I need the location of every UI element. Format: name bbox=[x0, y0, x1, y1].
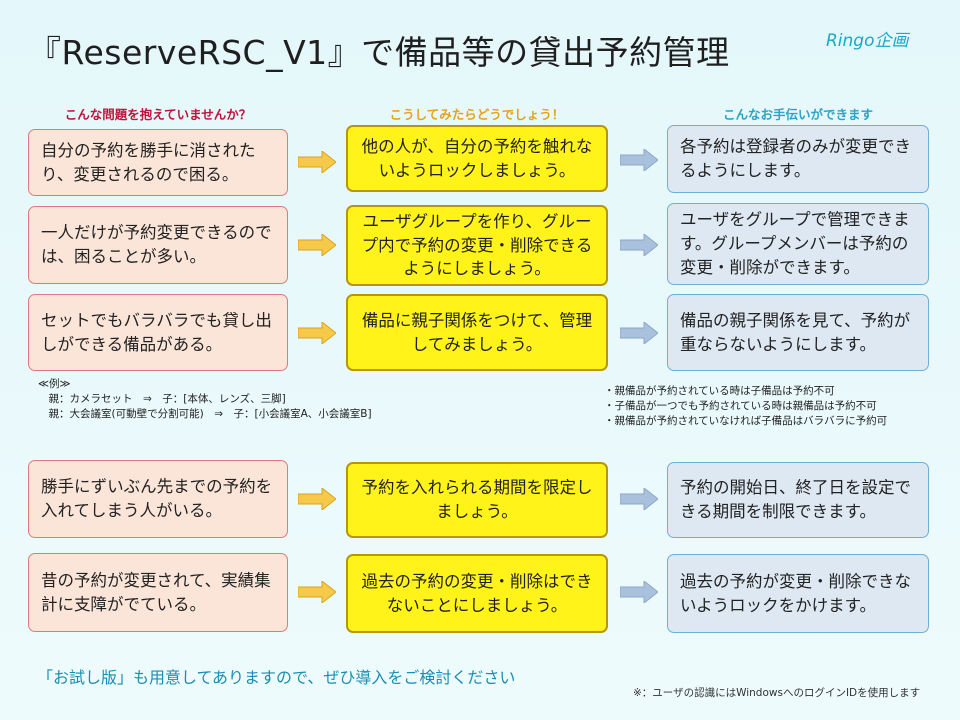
example-label: ≪例≫ bbox=[38, 378, 71, 390]
problem-box: セットでもバラバラでも貸し出しができる備品がある。 bbox=[28, 294, 288, 371]
arrow-right-icon bbox=[620, 322, 658, 344]
problem-box: 一人だけが予約変更できるのでは、困ることが多い。 bbox=[28, 206, 288, 284]
arrow-right-icon bbox=[620, 488, 658, 510]
example-line: 親：カメラセット ⇒ 子：[本体、レンズ、三脚] bbox=[38, 393, 286, 406]
footer-call-to-action: 「お試し版」も用意してありますので、ぜひ導入をご検討ください bbox=[37, 668, 516, 687]
benefit-box: 備品の親子関係を見て、予約が重ならないようにします。 bbox=[667, 294, 929, 371]
rule-line: ・親備品が予約されている時は子備品は予約不可 bbox=[604, 385, 835, 397]
idea-box: 他の人が、自分の予約を触れないようロックしましょう。 bbox=[346, 125, 608, 192]
arrow-right-icon bbox=[298, 234, 336, 256]
arrow-right-icon bbox=[298, 322, 336, 344]
benefit-box: 予約の開始日、終了日を設定できる期間を制限できます。 bbox=[667, 462, 929, 538]
rule-notes: ・親備品が予約されている時は子備品は予約不可 ・子備品が一つでも予約されている時… bbox=[604, 384, 887, 430]
problem-box: 勝手にずいぶん先までの予約を入れてしまう人がいる。 bbox=[28, 460, 288, 538]
brand-logo-text: Ringo企画 bbox=[826, 31, 909, 51]
header-ideas: こうしてみたらどうでしょう！ bbox=[389, 107, 565, 122]
idea-box: 過去の予約の変更・削除はできないことにしましょう。 bbox=[346, 554, 608, 633]
benefit-box: ユーザをグループで管理できます。グループメンバーは予約の変更・削除ができます。 bbox=[667, 203, 929, 285]
problem-box: 自分の予約を勝手に消されたり、変更されるので困る。 bbox=[28, 129, 288, 196]
arrow-right-icon bbox=[298, 488, 336, 510]
problem-box: 昔の予約が変更されて、実績集計に支障がでている。 bbox=[28, 553, 288, 632]
idea-box: ユーザグループを作り、グループ内で予約の変更・削除できるようにしましょう。 bbox=[346, 205, 608, 286]
arrow-right-icon bbox=[298, 151, 336, 173]
idea-box: 予約を入れられる期間を限定しましょう。 bbox=[346, 462, 608, 538]
idea-box: 備品に親子関係をつけて、管理してみましょう。 bbox=[346, 294, 608, 371]
header-problems: こんな問題を抱えていませんか？ bbox=[64, 107, 252, 122]
example-line: 親：大会議室(可動壁で分割可能) ⇒ 子：[小会議室A、小会議室B] bbox=[38, 408, 372, 421]
arrow-right-icon bbox=[620, 581, 658, 603]
page-title: 『ReserveRSC_V1』で備品等の貸出予約管理 bbox=[28, 33, 730, 72]
benefit-box: 過去の予約が変更・削除できないようロックをかけます。 bbox=[667, 554, 929, 633]
rule-line: ・子備品が一つでも予約されている時は親備品は予約不可 bbox=[604, 400, 877, 413]
arrow-right-icon bbox=[620, 234, 658, 256]
header-benefits: こんなお手伝いができます bbox=[722, 107, 873, 122]
rule-line: ・親備品が予約されていなければ子備品はバラバラに予約可 bbox=[604, 415, 888, 428]
example-note: ≪例≫ 親：カメラセット ⇒ 子：[本体、レンズ、三脚] 親：大会議室(可動壁で… bbox=[38, 377, 372, 423]
benefit-box: 各予約は登録者のみが変更できるようにします。 bbox=[667, 125, 929, 193]
arrow-right-icon bbox=[298, 581, 336, 603]
arrow-right-icon bbox=[620, 149, 658, 171]
footer-note: ※：ユーザの認識にはWindowsへのログインIDを使用します bbox=[633, 687, 921, 699]
